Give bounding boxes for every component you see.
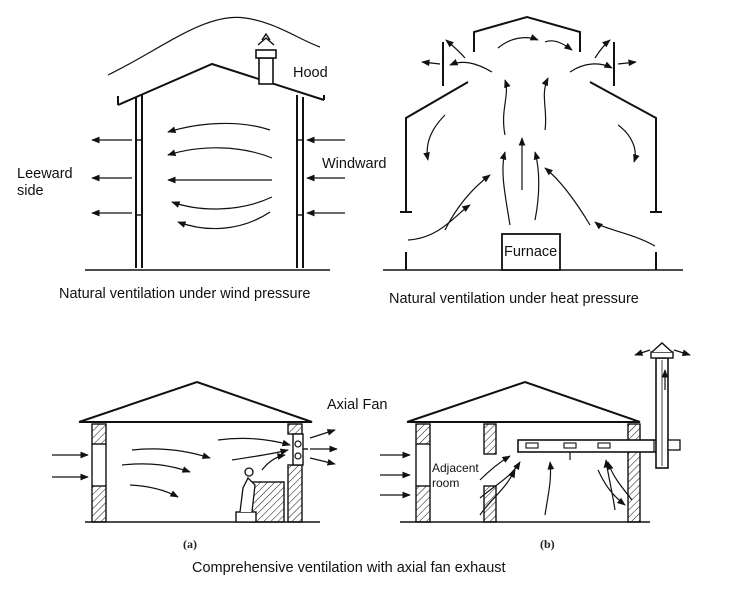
leeward-label: Leeward bbox=[17, 166, 73, 182]
leeward-arrows bbox=[91, 136, 132, 217]
stack-cap-icon bbox=[651, 342, 673, 353]
exhaust-stack bbox=[650, 342, 681, 469]
axial-fan-panel-b: Adjacent room (b) bbox=[380, 342, 691, 551]
heat-pressure-panel: Furnace Natural ventilation under heat p… bbox=[383, 15, 683, 307]
fan-airflow-arrows-b bbox=[380, 349, 691, 516]
exhaust-duct bbox=[517, 439, 659, 460]
heat-building bbox=[383, 15, 683, 271]
sub-label-a: (a) bbox=[183, 537, 197, 551]
adjacent-room-label: Adjacent bbox=[432, 461, 479, 475]
roof bbox=[406, 380, 641, 423]
fan-motor-icon bbox=[667, 439, 681, 451]
roof bbox=[117, 62, 325, 106]
fan-airflow-arrows-a bbox=[52, 429, 338, 498]
house-a bbox=[78, 380, 320, 523]
wind-caption: Natural ventilation under wind pressure bbox=[59, 286, 310, 302]
hood-icon bbox=[255, 32, 277, 85]
worker-icon bbox=[239, 476, 256, 513]
interior-airflow-arrows bbox=[167, 122, 273, 230]
wind-house bbox=[85, 32, 330, 271]
furnace-label: Furnace bbox=[504, 244, 557, 260]
left-roof-wall bbox=[405, 81, 469, 212]
right-roof-wall bbox=[589, 81, 657, 212]
fan-caption: Comprehensive ventilation with axial fan… bbox=[192, 560, 506, 576]
axial-fan-icon bbox=[292, 433, 308, 466]
sub-label-b: (b) bbox=[540, 537, 555, 551]
axial-fan-label: Axial Fan bbox=[327, 397, 387, 413]
machine bbox=[251, 481, 285, 523]
adjacent-room-label-line2: room bbox=[432, 476, 459, 490]
monitor-roof bbox=[473, 15, 581, 52]
hood-label: Hood bbox=[293, 65, 328, 81]
roof bbox=[78, 380, 313, 423]
windward-arrows bbox=[306, 136, 345, 217]
house-b bbox=[400, 380, 650, 523]
windward-label: Windward bbox=[322, 156, 386, 172]
heat-caption: Natural ventilation under heat pressure bbox=[389, 291, 639, 307]
wind-pressure-panel: Hood Windward Leeward side Natural venti… bbox=[17, 16, 386, 302]
furnace bbox=[501, 233, 561, 271]
partition-wall bbox=[483, 423, 497, 455]
leeward-label-line2: side bbox=[17, 183, 44, 199]
axial-fan-panel-a: Axial Fan (a) bbox=[52, 380, 387, 551]
heat-airflow-arrows bbox=[407, 34, 656, 247]
wind-curve bbox=[107, 16, 321, 76]
